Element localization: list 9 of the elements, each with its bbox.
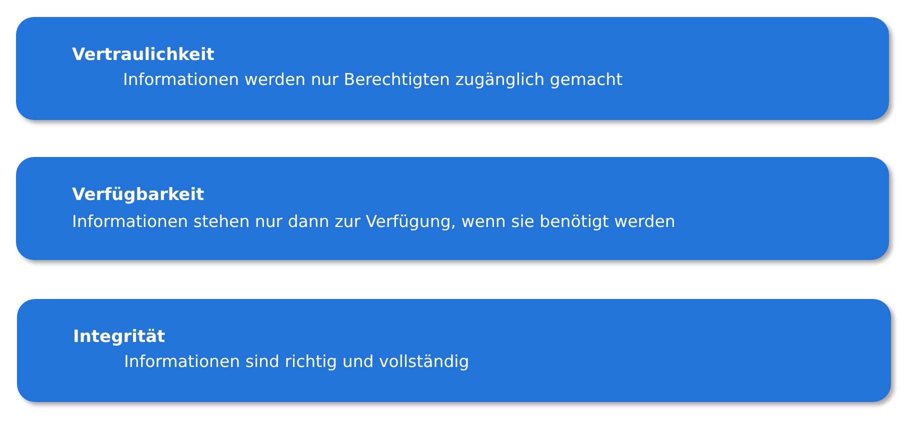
box-heading: Integrität (73, 327, 166, 347)
box-description: Informationen stehen nur dann zur Verfügung, wenn sie benötigt werden (72, 212, 676, 232)
box-heading: Vertraulichkeit (72, 45, 214, 65)
rounded-box (16, 17, 889, 120)
rounded-box (17, 299, 891, 402)
rounded-box (16, 157, 889, 260)
box-description: Informationen sind richtig und vollständig (124, 352, 470, 372)
box-description: Informationen werden nur Berechtigten zugänglich gemacht (123, 70, 623, 90)
box-heading: Verfügbarkeit (72, 185, 204, 205)
